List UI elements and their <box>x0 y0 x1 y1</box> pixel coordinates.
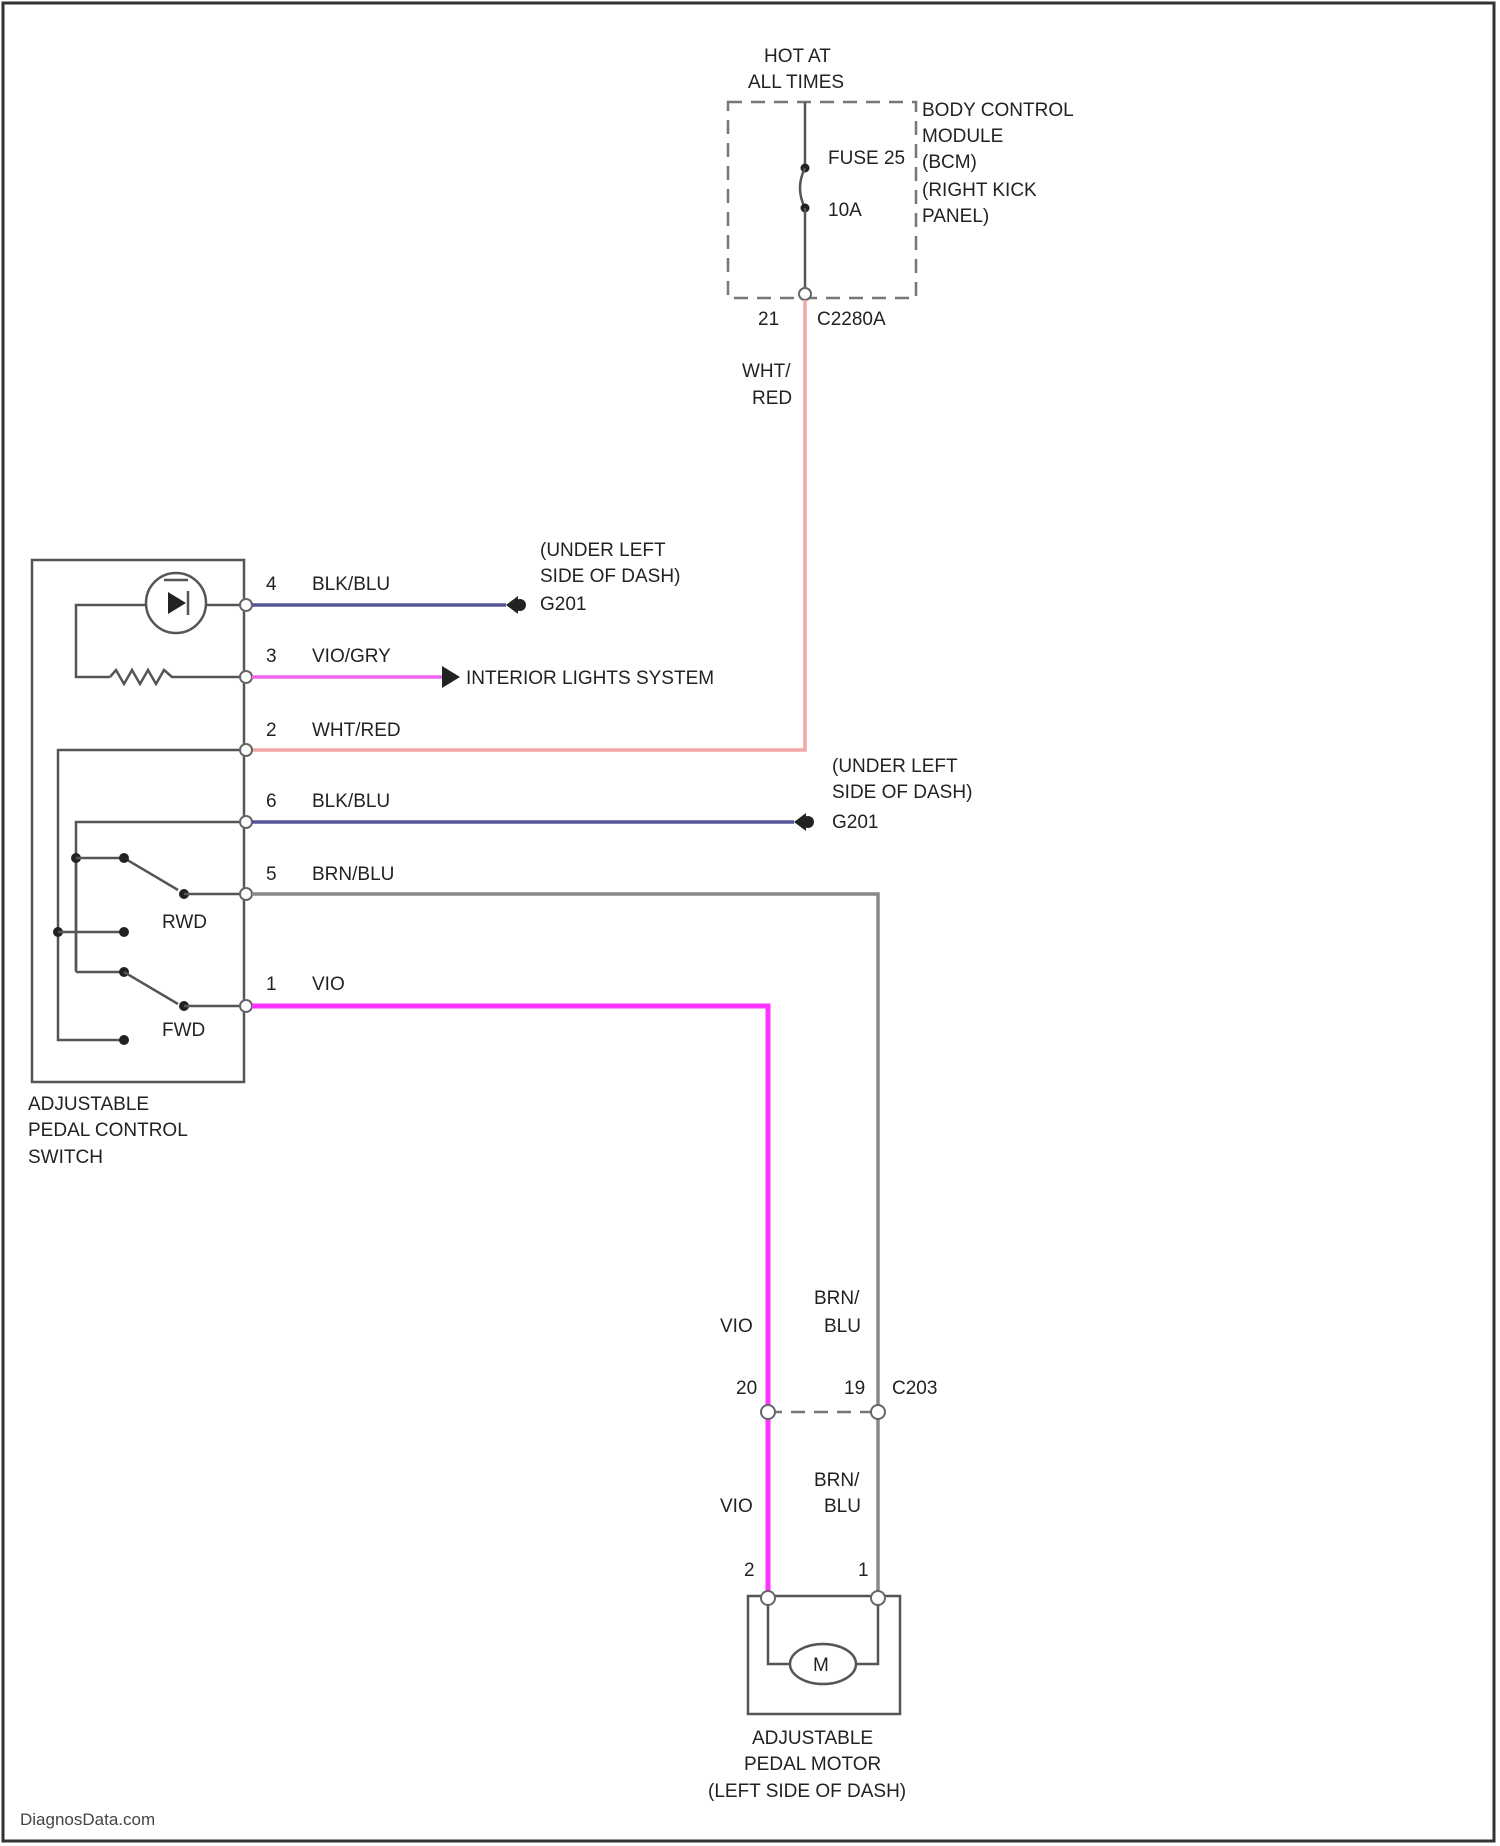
bcm-dashed-box <box>728 102 916 298</box>
power-wire-label-line1: WHT/ <box>742 361 791 382</box>
c2280a-name: C2280A <box>817 309 886 330</box>
c203-pin-20 <box>761 1405 775 1419</box>
c203-pin-19-number: 19 <box>844 1378 865 1399</box>
ground-name: G201 <box>832 812 878 833</box>
fuse-rating: 10A <box>828 200 862 221</box>
interior-lights-label: INTERIOR LIGHTS SYSTEM <box>466 668 714 689</box>
bcm-label-line4: (RIGHT KICK <box>922 180 1037 201</box>
rwd-blade <box>124 858 178 890</box>
watermark: DiagnosData.com <box>20 1810 155 1829</box>
ground-location-line1: (UNDER LEFT <box>540 540 666 561</box>
motor-lead-right <box>856 1605 878 1664</box>
fwd-lower-contact <box>119 1035 129 1045</box>
fwd-blade <box>124 972 178 1004</box>
wire-color-label: BLK/BLU <box>312 791 390 812</box>
switch-label-line2: PEDAL CONTROL <box>28 1120 188 1141</box>
c2280a-pin <box>799 288 811 300</box>
c203-name: C203 <box>892 1378 937 1399</box>
switch-pin-2 <box>240 744 252 756</box>
switch-pin-1 <box>240 1000 252 1012</box>
c2280a-pin-number: 21 <box>758 309 779 330</box>
fuse-symbol <box>800 168 805 208</box>
c203-lower-vio-label: VIO <box>720 1496 753 1517</box>
motor-label-line2: PEDAL MOTOR <box>744 1754 881 1775</box>
wire-pin-label: 3 <box>266 646 277 667</box>
ground-location-line1: (UNDER LEFT <box>832 756 958 777</box>
rwd-label: RWD <box>162 912 207 933</box>
interior-lights-arrow-icon <box>442 666 460 688</box>
bcm-label-line5: PANEL) <box>922 206 989 227</box>
ground-name: G201 <box>540 594 586 615</box>
wire-pin-label: 6 <box>266 791 277 812</box>
c203-upper-vio-label: VIO <box>720 1316 753 1337</box>
power-wire-label-line2: RED <box>752 388 792 409</box>
bcm-label-line2: MODULE <box>922 126 1003 147</box>
wire-pin-label: 1 <box>266 974 277 995</box>
wire-color-label: BLK/BLU <box>312 574 390 595</box>
motor-symbol: M <box>813 1655 829 1676</box>
wire-color-label: VIO <box>312 974 345 995</box>
wire-pin-label: 5 <box>266 864 277 885</box>
motor-lead-left <box>768 1605 790 1664</box>
c203-lower-brn-label-line2: BLU <box>824 1496 861 1517</box>
switch-pin-3 <box>240 671 252 683</box>
fwd-label: FWD <box>162 1020 205 1041</box>
c203-pin-20-number: 20 <box>736 1378 757 1399</box>
wire-brn-blu <box>252 894 878 1594</box>
motor-label-line1: ADJUSTABLE <box>752 1728 873 1749</box>
ground-location-line2: SIDE OF DASH) <box>832 782 972 803</box>
switch-internal-pin6 <box>76 822 246 970</box>
bcm-label-line1: BODY CONTROL <box>922 100 1074 121</box>
ground-g201-dot <box>802 816 814 828</box>
switch-label-line3: SWITCH <box>28 1147 103 1168</box>
center-contact <box>119 927 129 937</box>
c203-pin-19 <box>871 1405 885 1419</box>
ground-location-line2: SIDE OF DASH) <box>540 566 680 587</box>
power-label-line2: ALL TIMES <box>748 72 844 93</box>
wire-color-label: WHT/RED <box>312 720 401 741</box>
motor-pin-1 <box>871 1591 885 1605</box>
rwd-pivot <box>119 853 129 863</box>
c203-upper-brn-label-line2: BLU <box>824 1316 861 1337</box>
lamp-diode-icon <box>168 592 186 614</box>
switch-label-line1: ADJUSTABLE <box>28 1094 149 1115</box>
motor-label-line3: (LEFT SIDE OF DASH) <box>708 1781 906 1802</box>
wire-vio <box>252 1006 768 1594</box>
motor-pin-2-number: 2 <box>744 1560 755 1581</box>
c203-lower-brn-label-line1: BRN/ <box>814 1470 860 1491</box>
motor-pin-1-number: 1 <box>858 1560 869 1581</box>
fuse-name: FUSE 25 <box>828 148 905 169</box>
wire-pin-label: 4 <box>266 574 277 595</box>
switch-pin-5 <box>240 888 252 900</box>
switch-pin-6 <box>240 816 252 828</box>
wire-color-label: VIO/GRY <box>312 646 391 667</box>
c203-upper-brn-label-line1: BRN/ <box>814 1288 860 1309</box>
illumination-resistor <box>110 670 246 684</box>
power-label-line1: HOT AT <box>764 46 831 67</box>
bcm-label-line3: (BCM) <box>922 152 977 173</box>
lamp-loop <box>76 605 146 677</box>
wire-color-label: BRN/BLU <box>312 864 394 885</box>
switch-pin-4 <box>240 599 252 611</box>
motor-pin-2 <box>761 1591 775 1605</box>
ground-g201-dot <box>514 599 526 611</box>
wire-pin-label: 2 <box>266 720 277 741</box>
